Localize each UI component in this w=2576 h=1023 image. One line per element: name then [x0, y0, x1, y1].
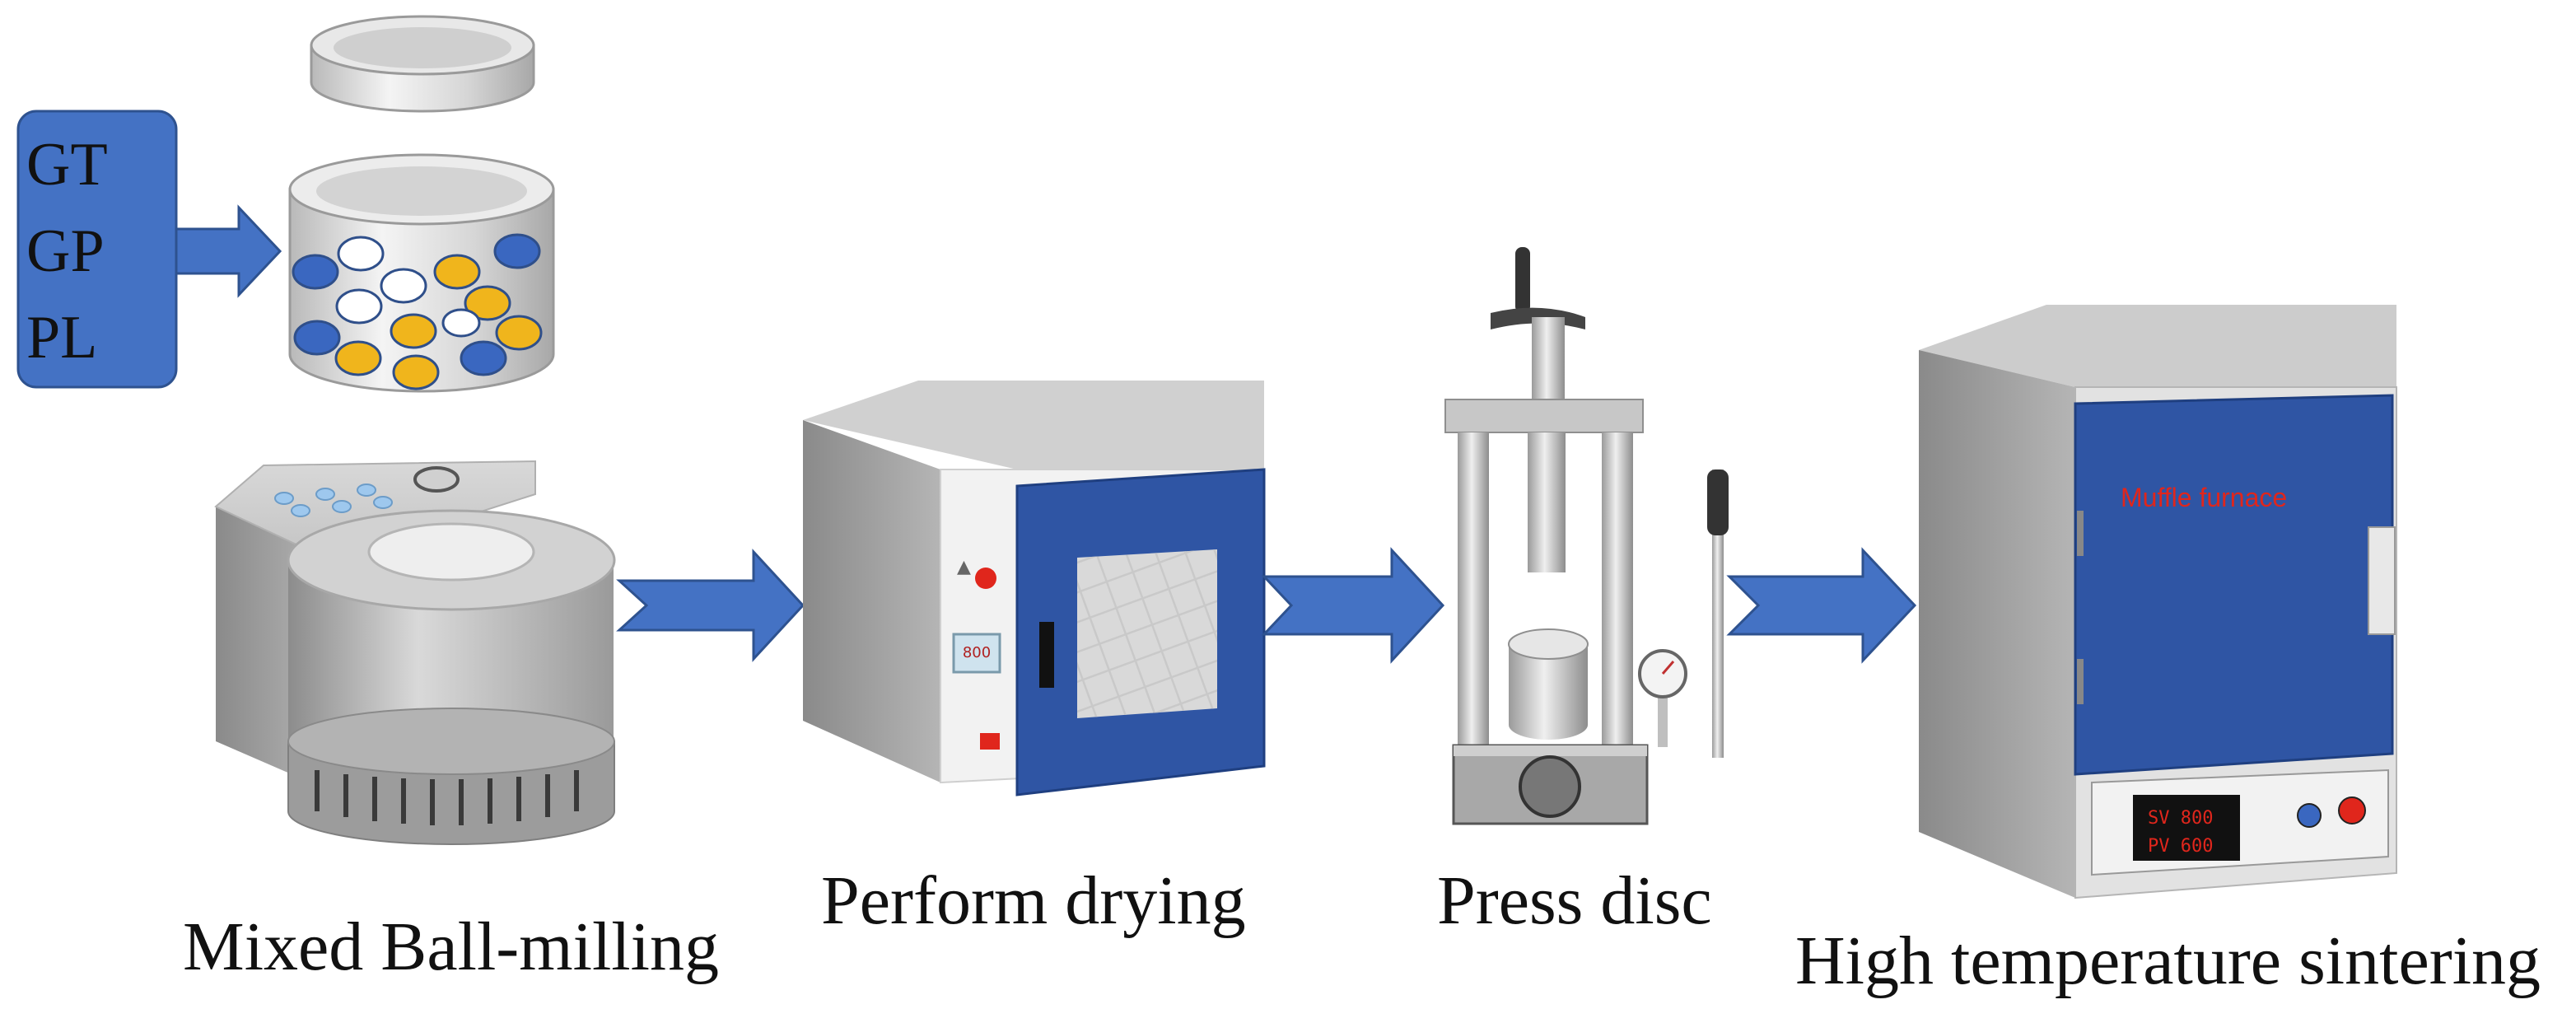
press-top-handle	[1515, 247, 1530, 313]
mill-base-top	[287, 708, 615, 775]
mill-vents	[315, 770, 579, 825]
ball-blue	[292, 254, 339, 290]
furnace-pv: PV 600	[2148, 836, 2213, 857]
ball-yellow	[334, 340, 382, 376]
oven-display	[952, 633, 1001, 674]
ball-white	[380, 268, 427, 304]
material-pl: PL	[26, 304, 98, 371]
oven-window-grid	[1077, 549, 1217, 718]
furnace-hinge-bottom	[2077, 659, 2084, 704]
step-label-sintering: High temperature sintering	[1795, 923, 2541, 999]
press-base-knob	[1519, 755, 1581, 818]
furnace-door	[2074, 394, 2394, 776]
press-screw	[1532, 317, 1565, 408]
jar-opening	[316, 166, 527, 216]
press-base-top	[1454, 745, 1647, 756]
mill-window	[367, 522, 535, 582]
furnace-blue-button	[2297, 803, 2322, 828]
arrow-oven-to-press	[1261, 547, 1445, 664]
press-machine-icon	[1444, 247, 1729, 825]
furnace-side	[1919, 350, 2075, 898]
ball-white	[441, 308, 481, 338]
furnace-display	[2133, 795, 2240, 861]
press-lever-grip	[1707, 469, 1729, 535]
ball-yellow	[390, 313, 437, 349]
ball-yellow	[392, 354, 440, 390]
ball-mill-machine-icon	[214, 460, 616, 845]
drying-oven-icon: ▲ 800	[803, 381, 1266, 796]
ball-white	[337, 236, 385, 272]
mill-buttons	[274, 483, 393, 517]
furnace-red-button	[2338, 796, 2366, 824]
press-pillar-right	[1602, 432, 1633, 745]
furnace-door-handle	[2368, 526, 2396, 635]
milling-jar-icon	[288, 15, 555, 393]
furnace-sv: SV 800	[2148, 808, 2213, 829]
material-gt: GT	[26, 131, 108, 199]
furnace-hinge-top	[2077, 511, 2084, 556]
milling-balls	[292, 233, 543, 390]
press-gauge-stem	[1658, 696, 1668, 747]
step-label-press-disc: Press disc	[1437, 862, 1712, 939]
ball-blue	[293, 320, 341, 356]
ball-yellow	[464, 285, 511, 321]
ball-yellow	[495, 315, 543, 351]
oven-switch	[980, 733, 1000, 750]
muffle-furnace-icon: Muffle furnace SV 800 PV 600	[1919, 305, 2397, 899]
arrow-materials-to-jar	[175, 204, 282, 298]
press-disc-holder	[1509, 644, 1588, 740]
press-gauge-needle	[1661, 661, 1675, 675]
ball-blue	[493, 233, 541, 269]
press-pillar-left	[1458, 432, 1489, 745]
jar-lid-inner	[334, 27, 511, 68]
press-ram	[1528, 432, 1566, 572]
oven-display-value: 800	[963, 644, 991, 661]
step-label-drying: Perform drying	[821, 862, 1246, 939]
mill-knob	[413, 466, 460, 493]
furnace-name: Muffle furnace	[2121, 483, 2287, 512]
ball-white	[335, 288, 383, 325]
press-top-plate	[1444, 399, 1644, 433]
oven-door-handle	[1039, 622, 1054, 688]
material-gp: GP	[26, 217, 105, 285]
oven-top	[803, 381, 1264, 469]
mill-cylinder	[288, 560, 614, 741]
arrow-press-to-furnace	[1726, 547, 1917, 664]
press-disc-holder-top	[1508, 628, 1589, 660]
oven-side	[803, 420, 940, 782]
oven-arrow-up-icon: ▲	[957, 557, 971, 577]
ball-blue	[460, 340, 507, 376]
furnace-top	[1919, 305, 2396, 387]
step-label-ball-milling: Mixed Ball-milling	[183, 909, 719, 985]
arrow-mill-to-oven	[616, 549, 805, 662]
oven-power-button	[975, 568, 996, 589]
ball-yellow	[433, 254, 481, 290]
press-lever	[1712, 469, 1724, 758]
